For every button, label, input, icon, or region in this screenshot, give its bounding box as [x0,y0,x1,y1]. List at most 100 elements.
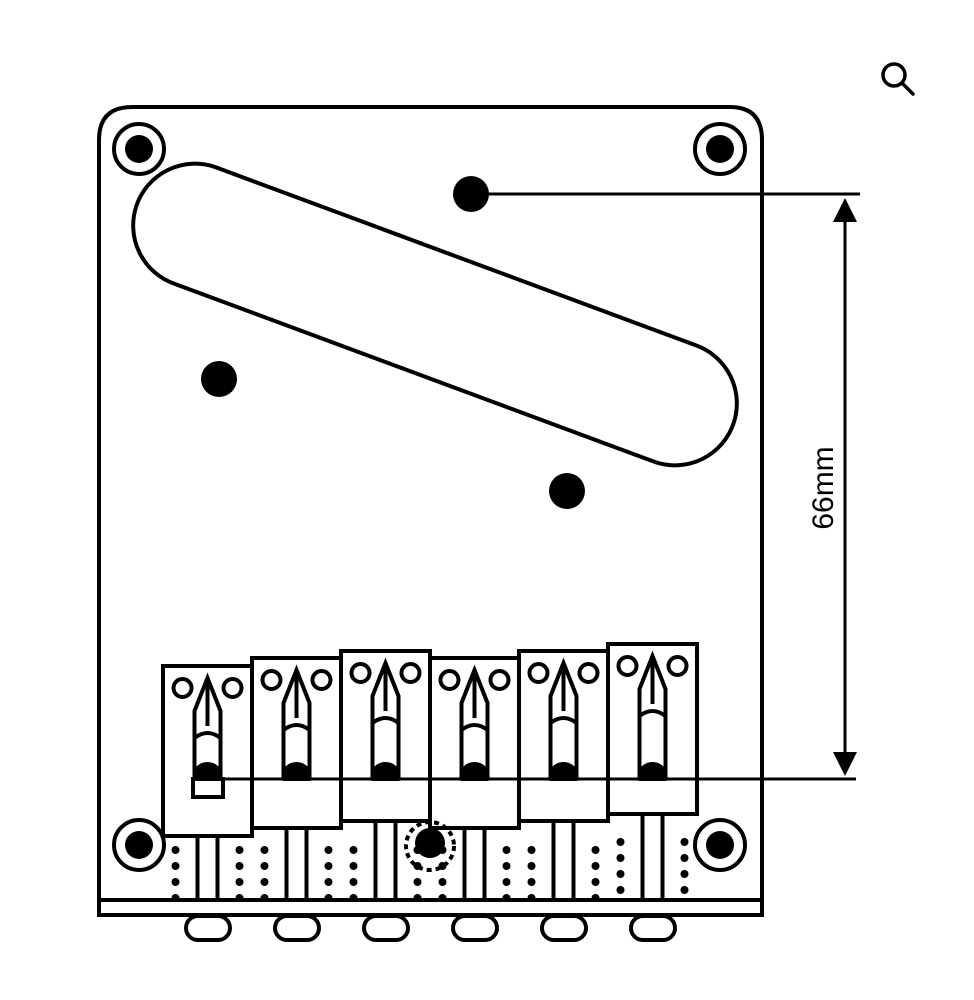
adjust-dot [502,878,511,886]
adjust-dot [680,854,689,862]
adjust-dot [235,878,244,886]
intonation-screw-edge [638,709,667,718]
adjust-dot [438,894,447,902]
saddle-screw-hole [399,662,422,684]
intonation-screw [637,650,668,779]
intonation-screw [370,657,401,779]
saddle-screw-hole [221,677,244,699]
adjust-dot [502,846,511,854]
string-hole [282,762,311,781]
adjust-dot [591,846,600,854]
adjust-dot [171,862,180,870]
mounting-tab [362,914,410,942]
adjust-dot [349,894,358,902]
adjust-dot [260,862,269,870]
intonation-screw-edge [193,731,222,740]
adjust-dot [235,894,244,902]
mount-hole [201,361,237,397]
adjust-dot [324,894,333,902]
adjust-dot [413,894,422,902]
bridge-front-lip [97,898,764,917]
adjust-dot [171,894,180,902]
screw-head [125,831,153,859]
adjust-dot [235,862,244,870]
adjust-dot [171,878,180,886]
adjust-dot [616,870,625,878]
saddle-screw-hole [438,669,461,691]
adjust-dot [527,894,536,902]
saddle-screw-hole [527,662,550,684]
saddle [517,649,610,902]
adjust-dot [324,862,333,870]
screw-ring [112,122,166,176]
intonation-screw-edge [549,716,578,725]
intonation-screw-edge [282,723,311,732]
intonation-screw [548,657,579,779]
dimension-arrow-bottom [833,752,857,776]
saddle [250,656,343,902]
adjust-dot [438,878,447,886]
dimension-label: 66mm [807,446,840,529]
mounting-tab [451,914,499,942]
saddle-screw-hole [349,662,372,684]
adjust-dot [260,878,269,886]
screw-ring [112,818,166,872]
adjust-dot [260,894,269,902]
adjust-dot [591,894,600,902]
screw-ring [693,818,747,872]
string-hole [193,762,222,781]
screw-head [125,135,153,163]
bridge-plate-outline [97,105,764,900]
adjust-dot [527,846,536,854]
saddle [339,649,432,902]
screw-ring [693,122,747,176]
pickup-slot [131,161,739,468]
saddle [606,642,699,900]
adjust-dot [591,878,600,886]
saddle [428,656,521,902]
screw-head [706,135,734,163]
adjust-dot [349,862,358,870]
adjust-dot [171,846,180,854]
adjust-dot [502,862,511,870]
adjust-dot [616,838,625,846]
mounting-tab [273,914,321,942]
screw-head [706,831,734,859]
dimension-arrow-top [833,198,857,222]
adjust-dot [413,878,422,886]
adjust-dot [349,878,358,886]
adjust-dot [616,854,625,862]
mounting-tab [184,914,232,942]
intonation-screw [192,672,223,779]
mounting-tab [629,914,677,942]
center-hole-ring [404,820,456,872]
adjust-dot [324,846,333,854]
adjust-dot [527,862,536,870]
mount-hole [549,473,585,509]
saddle-screw-hole [616,655,639,677]
saddle-screw-hole [171,677,194,699]
adjust-dot [324,878,333,886]
adjust-dot [502,894,511,902]
adjust-dot [349,846,358,854]
string-hole [371,762,400,781]
adjust-dot [527,878,536,886]
saddle-screw-hole [488,669,511,691]
saddle-screw-hole [260,669,283,691]
center-hole [415,828,445,858]
adjust-dot [235,846,244,854]
adjust-dot [591,862,600,870]
zoom-button[interactable] [878,58,918,98]
string-hole [638,762,667,781]
adjust-dot [680,870,689,878]
adjust-dot [680,886,689,894]
string-hole [460,762,489,781]
saddle-screw-hole [577,662,600,684]
saddle [161,664,254,902]
saddle-screw-hole [666,655,689,677]
adjust-dot [680,838,689,846]
magnifier-icon [881,62,915,96]
intonation-screw-edge [371,716,400,725]
adjust-dot [260,846,269,854]
